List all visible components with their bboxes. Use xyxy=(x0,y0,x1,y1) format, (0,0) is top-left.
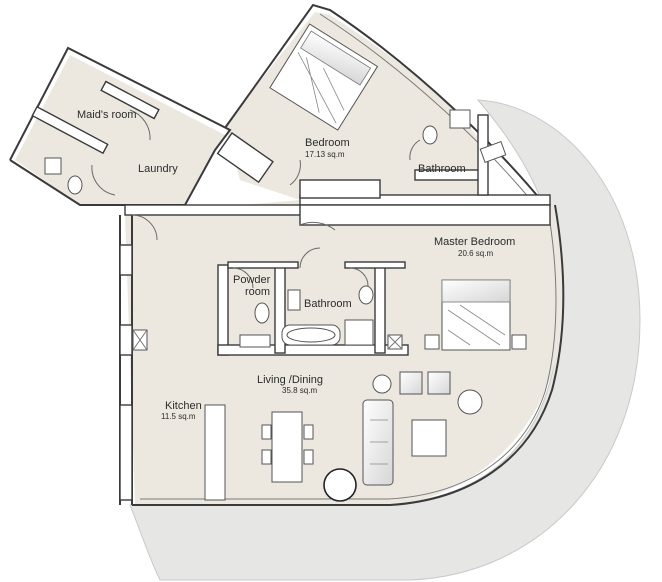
living-dining-area: 35.8 sq.m xyxy=(282,386,317,395)
bathroom-bedroom-label: Bathroom xyxy=(418,163,466,175)
door-swings xyxy=(91,109,421,289)
bedroom-label: Bedroom xyxy=(305,137,350,149)
round-table xyxy=(323,468,357,502)
kitchen-label: Kitchen xyxy=(165,400,202,412)
bedroom-bed xyxy=(269,23,379,131)
bedroom-area: 17.13 sq.m xyxy=(305,150,345,159)
sofa xyxy=(362,399,394,486)
powder-room-label-line1: Powder xyxy=(233,274,271,286)
powder-room-label-line2: room xyxy=(245,286,270,298)
interior-walls xyxy=(31,80,551,501)
bathroom-fixtures xyxy=(44,109,507,351)
glazing xyxy=(140,13,557,500)
laundry-label: Laundry xyxy=(138,163,178,175)
living-dining-label: Living /Dining xyxy=(257,374,323,386)
bathroom-shared-label: Bathroom xyxy=(304,298,352,310)
room-labels: Maid's room Laundry Bedroom 17.13 sq.m B… xyxy=(77,109,515,421)
master-bed xyxy=(424,279,527,351)
coffee-table xyxy=(411,419,447,457)
kitchen-counter xyxy=(204,404,226,501)
master-bedroom-label: Master Bedroom xyxy=(434,236,515,248)
maids-room-label: Maid's room xyxy=(77,109,137,121)
kitchen-area: 11.5 sq.m xyxy=(161,412,196,421)
dining-set xyxy=(261,411,314,483)
armchairs xyxy=(372,371,483,415)
service-wing-floor xyxy=(15,55,225,205)
master-bedroom-area: 20.6 sq.m xyxy=(458,249,493,258)
